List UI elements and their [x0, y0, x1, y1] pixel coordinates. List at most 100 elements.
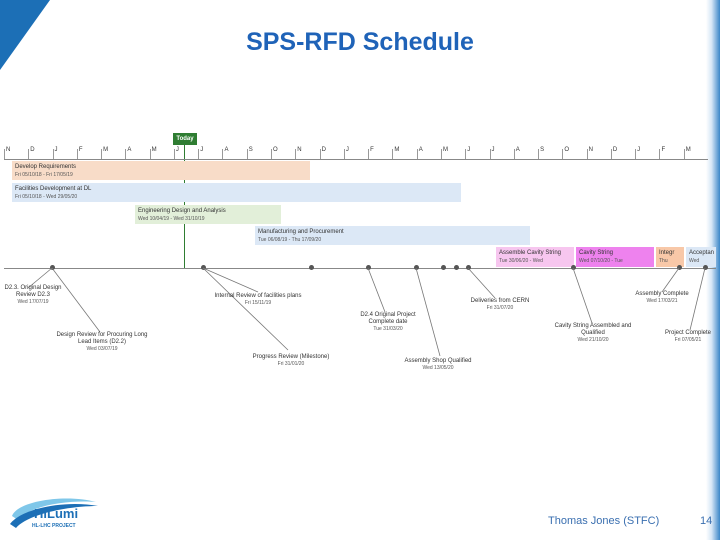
- timeline-month-label: D: [30, 147, 35, 153]
- timeline-month-label: S: [248, 147, 253, 153]
- timeline-month-label: J: [491, 147, 495, 153]
- timeline-month-label: J: [200, 147, 204, 153]
- timeline-tick: [149, 149, 151, 159]
- timeline-month-label: N: [588, 147, 593, 153]
- timeline-month-label: S: [540, 147, 545, 153]
- timeline-month-label: J: [637, 147, 641, 153]
- timeline-tick: [440, 149, 442, 159]
- timeline-month-label: J: [345, 147, 349, 153]
- timeline-tick: [465, 149, 467, 159]
- timeline-tick: [513, 149, 515, 159]
- logo-wordmark: HiLumi: [34, 506, 78, 521]
- timeline-tick: [562, 149, 564, 159]
- bar-label: Assemble Cavity String: [499, 250, 562, 256]
- timeline-tick: [586, 149, 588, 159]
- milestone-diamond: [441, 265, 446, 270]
- timeline-month-label: A: [224, 147, 229, 153]
- bar-dates: Thu: [659, 258, 668, 264]
- timeline-tick: [101, 149, 103, 159]
- timeline-tick: [222, 149, 224, 159]
- timeline-month-label: A: [418, 147, 423, 153]
- timeline-month-label: J: [54, 147, 58, 153]
- page-title: SPS-RFD Schedule: [246, 28, 474, 56]
- bar-label: Facilities Development at DL: [15, 186, 92, 192]
- timeline-month-label: A: [127, 147, 132, 153]
- milestone-diamond: [201, 265, 206, 270]
- timeline-tick: [635, 149, 637, 159]
- milestone-axis: [4, 268, 716, 269]
- timeline-tick: [683, 149, 685, 159]
- bar-dates: Fri 05/10/18 - Fri 17/05/19: [15, 172, 73, 178]
- bar-dates: Wed 07/10/20 - Tue: [579, 258, 623, 264]
- timeline-month-label: M: [394, 147, 400, 153]
- timeline-month-label: D: [612, 147, 618, 153]
- timeline-tick: [319, 149, 321, 159]
- bar-label: Manufacturing and Procurement: [258, 229, 344, 235]
- timeline-month-label: D: [321, 147, 326, 153]
- timeline-tick: [246, 149, 248, 159]
- timeline-month-label: N: [6, 147, 11, 153]
- timeline-tick: [295, 149, 297, 159]
- today-marker-label: Today: [173, 133, 197, 145]
- timeline-tick: [198, 149, 200, 159]
- milestone-diamond: [571, 265, 576, 270]
- timeline-month-label: M: [151, 147, 157, 153]
- timeline-tick: [125, 149, 127, 159]
- timeline-month-label: M: [442, 147, 448, 153]
- milestone-diamond: [309, 265, 314, 270]
- milestone-diamond: [414, 265, 419, 270]
- timeline-tick: [416, 149, 418, 159]
- timeline-tick: [368, 149, 370, 159]
- timeline-month-label: F: [78, 147, 83, 153]
- timeline-tick: [4, 149, 5, 159]
- footer-author: Thomas Jones (STFC): [548, 515, 660, 527]
- bar-dates: Wed: [689, 258, 700, 264]
- timeline-tick: [52, 149, 54, 159]
- timeline-month-label: O: [273, 147, 278, 153]
- timeline-tick: [28, 149, 30, 159]
- corner-decoration: [0, 0, 50, 70]
- timeline-tick: [343, 149, 345, 159]
- timeline-tick: [538, 149, 540, 159]
- bar-dates: Wed 10/04/19 - Wed 31/10/19: [138, 216, 205, 222]
- bar-facilities-development: Facilities Development at DL Fri 05/10/18…: [12, 183, 461, 202]
- milestone-diamond: [454, 265, 459, 270]
- timeline-month-label: M: [685, 147, 691, 153]
- logo-subtitle: HL-LHC PROJECT: [32, 523, 76, 529]
- bar-dates: Fri 05/10/18 - Wed 29/05/20: [15, 194, 78, 200]
- milestone-diamond: [366, 265, 371, 270]
- timeline-month-label: A: [515, 147, 520, 153]
- timeline-tick: [659, 149, 661, 159]
- timeline-tick: [76, 149, 78, 159]
- milestone-diamond: [466, 265, 471, 270]
- timeline-month-label: F: [661, 147, 666, 153]
- timeline-month-label: O: [564, 147, 570, 153]
- timeline-month-label: N: [297, 147, 302, 153]
- milestone-long-lead-review: Design Review for Procuring Long Lead It…: [56, 332, 148, 352]
- milestone-progress-review: Progress Review (Milestone)Fri 31/01/20: [252, 354, 330, 367]
- hilumi-logo: HiLumi HL-LHC PROJECT: [8, 494, 100, 532]
- timeline-tick: [271, 149, 273, 159]
- timeline-month-label: J: [175, 147, 179, 153]
- bar-label: Develop Requirements: [15, 164, 77, 170]
- timeline-tick: [489, 149, 491, 159]
- bar-label: Integr: [659, 250, 675, 256]
- page-number: 14: [700, 515, 713, 527]
- timeline-tick: [173, 149, 175, 159]
- timeline-tick: [610, 149, 612, 159]
